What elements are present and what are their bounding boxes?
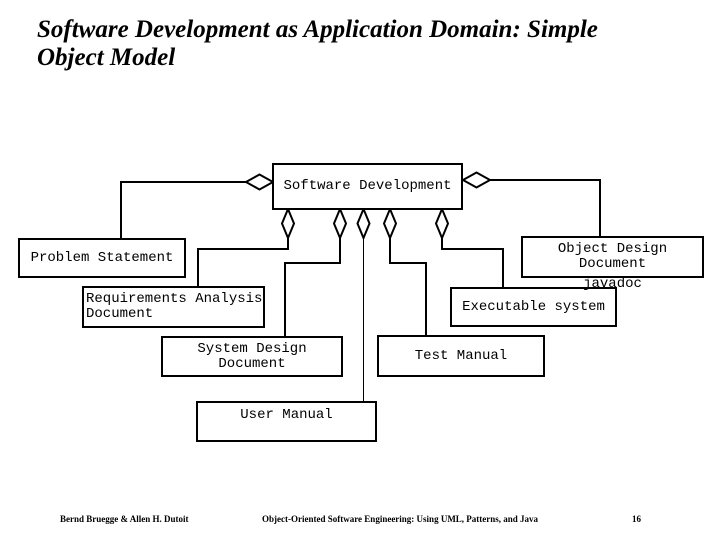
node-label: Executable system (462, 298, 605, 315)
aggregation-diamond-icon (332, 206, 348, 241)
node-label-line1: Requirements Analysis (86, 291, 263, 307)
page-title-line2: Object Model (37, 44, 176, 71)
node-object-design-overflow-label: javadoc (583, 276, 642, 292)
aggregation-diamond-icon (382, 206, 398, 241)
node-label-line2: Document (218, 355, 286, 372)
node-label: Problem Statement (30, 249, 174, 266)
node-label: Test Manual (414, 347, 508, 364)
aggregation-diamond-icon (243, 173, 276, 191)
node-test-manual: Test Manual (377, 335, 545, 377)
footer-book-title: Object-Oriented Software Engineering: Us… (262, 514, 539, 524)
page-title-line1: Software Development as Application Doma… (37, 16, 598, 43)
node-object-design-document: Object Design Document (521, 236, 704, 278)
node-label: User Manual (240, 407, 333, 423)
node-requirements-analysis-document: Requirements Analysis Document (82, 286, 265, 328)
footer-authors: Bernd Bruegge & Allen H. Dutoit (60, 514, 189, 524)
node-label-line2: Document (86, 306, 154, 322)
node-system-design-document: System Design Document (161, 336, 343, 377)
node-label-line1: Object Design (557, 241, 668, 257)
node-user-manual: User Manual (196, 401, 377, 442)
node-label-line2: Document (578, 256, 647, 272)
aggregation-diamond-icon (356, 206, 371, 241)
aggregation-diamond-icon (434, 206, 450, 241)
node-software-development: Software Development (272, 163, 463, 210)
aggregation-diamond-icon (460, 171, 493, 189)
node-label: Software Development (283, 178, 452, 194)
node-label-line1: System Design (197, 340, 307, 357)
node-problem-statement: Problem Statement (18, 238, 186, 278)
node-executable-system: Executable system (450, 287, 617, 327)
aggregation-diamond-icon (280, 206, 296, 241)
footer-page-number: 16 (632, 514, 641, 524)
page-title: Software Development as Application Doma… (37, 16, 598, 72)
